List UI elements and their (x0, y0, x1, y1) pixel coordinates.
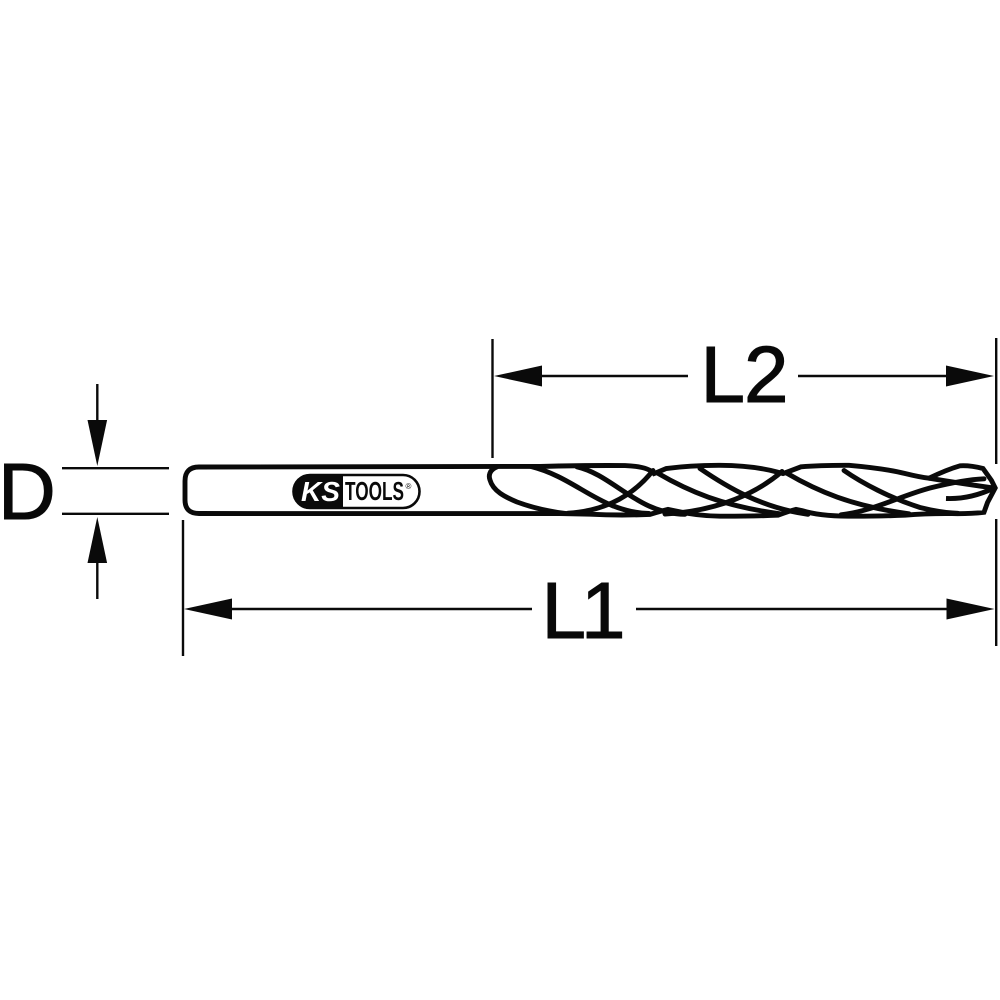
svg-text:KS: KS (301, 476, 340, 507)
svg-text:L2: L2 (701, 330, 788, 419)
svg-text:D: D (0, 447, 55, 536)
svg-text:TOOLS: TOOLS (345, 476, 404, 506)
svg-text:L1: L1 (542, 566, 622, 655)
svg-text:®: ® (406, 482, 412, 491)
